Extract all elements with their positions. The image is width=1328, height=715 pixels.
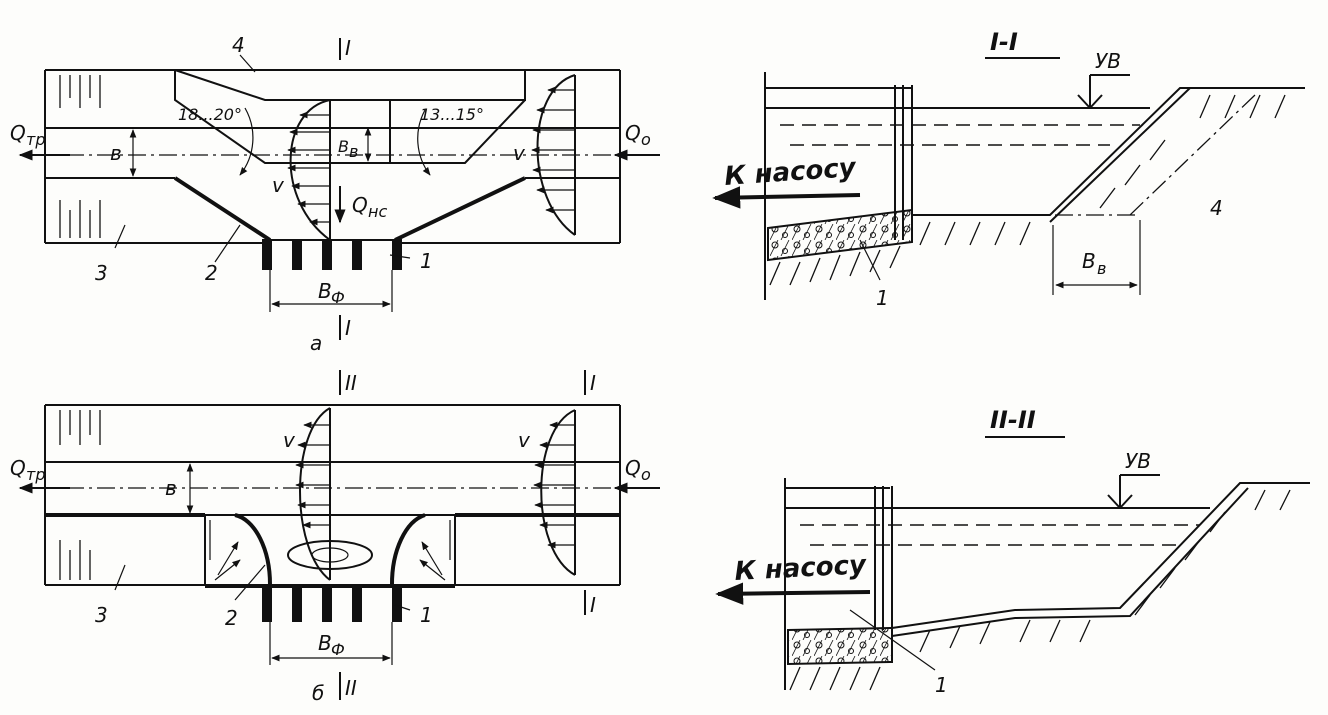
q-in-sub: o [641, 130, 651, 149]
angle-left-label: 18...20° [178, 105, 242, 124]
label-1-s2: 1 [935, 673, 948, 697]
section-mark-ii-bottom: II [345, 676, 357, 700]
q-pump-label: Q [352, 193, 368, 217]
q-out-label: Q [10, 121, 26, 145]
q-in-label-b: Q [625, 456, 641, 480]
section-title-1: I-I [990, 28, 1018, 56]
filter-layer-1 [767, 208, 913, 262]
to-pump-label-2: К насосу [734, 550, 868, 587]
width-bf-sub-b: Ф [331, 640, 345, 659]
to-pump-arrow-2 [715, 582, 871, 605]
width-b-label: в [110, 141, 122, 165]
water-level-label-1: УВ [1095, 49, 1121, 73]
screen-piers [262, 239, 402, 270]
width-bf-label-b: B [318, 631, 332, 655]
width-bv-sub-s1: в [1097, 259, 1106, 278]
velocity-arrows-right [531, 86, 575, 214]
bank-hatching-a [59, 75, 101, 238]
guide-wall-left [234, 513, 273, 586]
angle-right-label: 13...15° [420, 105, 484, 124]
q-in-label: Q [625, 121, 641, 145]
velocity-label: v [272, 173, 285, 197]
velocity-label-b: v [283, 428, 296, 452]
label-4-s1: 4 [1210, 196, 1223, 220]
q-out-label-b: Q [10, 456, 26, 480]
label-1-b: 1 [420, 603, 433, 627]
section-mark-i-bottom: I [345, 316, 351, 340]
label-3-a: 3 [95, 261, 108, 285]
funnel-wall-left [173, 176, 272, 242]
q-pump-sub: нс [368, 202, 387, 221]
label-3-b: 3 [95, 603, 108, 627]
label-1-a: 1 [420, 249, 433, 273]
caption-a: а [310, 331, 322, 355]
to-pump-arrow-1 [712, 186, 861, 209]
funnel-wall-right [394, 176, 526, 242]
width-bf-sub: Ф [331, 288, 345, 307]
section-mark-i-right-top: I [590, 371, 596, 395]
velocity-label-b-right: v [518, 428, 531, 452]
section-2 [715, 436, 1310, 691]
to-pump-label-1: К насосу [723, 153, 857, 192]
label-2-a: 2 [205, 261, 218, 285]
width-bf-label: B [318, 279, 332, 303]
section-mark-ii-top: II [345, 371, 357, 395]
plan-b [18, 370, 660, 700]
water-level-label-2: УВ [1125, 449, 1151, 473]
width-bv-label: B [338, 137, 349, 156]
section-1 [712, 57, 1305, 300]
section-title-2: II-II [990, 406, 1036, 434]
section-mark-i-top: I [345, 36, 351, 60]
screen-piers-b [262, 587, 402, 622]
section-mark-i-right-bottom: I [590, 593, 596, 617]
width-bv-sub: в [349, 142, 358, 161]
velocity-profile-center [289, 99, 331, 241]
eddy-loop [287, 540, 373, 570]
q-in-sub-b: o [641, 465, 651, 484]
label-4-a: 4 [232, 33, 245, 57]
guide-wall-right [389, 513, 426, 586]
bed-profile-2 [891, 482, 1310, 629]
velocity-arrows-center [287, 111, 330, 226]
width-b-label-b: в [165, 476, 177, 500]
filter-layer-2 [787, 626, 893, 666]
plan-a [18, 38, 660, 340]
velocity-label-right: v [513, 141, 526, 165]
bed-profile-1 [912, 87, 1305, 216]
label-1-s1: 1 [876, 286, 889, 310]
q-out-sub-b: тр [26, 465, 45, 484]
q-out-sub: тр [26, 130, 45, 149]
label-2-b: 2 [225, 606, 238, 630]
width-bv-label-s1: B [1082, 249, 1096, 273]
caption-b: б [312, 681, 324, 705]
